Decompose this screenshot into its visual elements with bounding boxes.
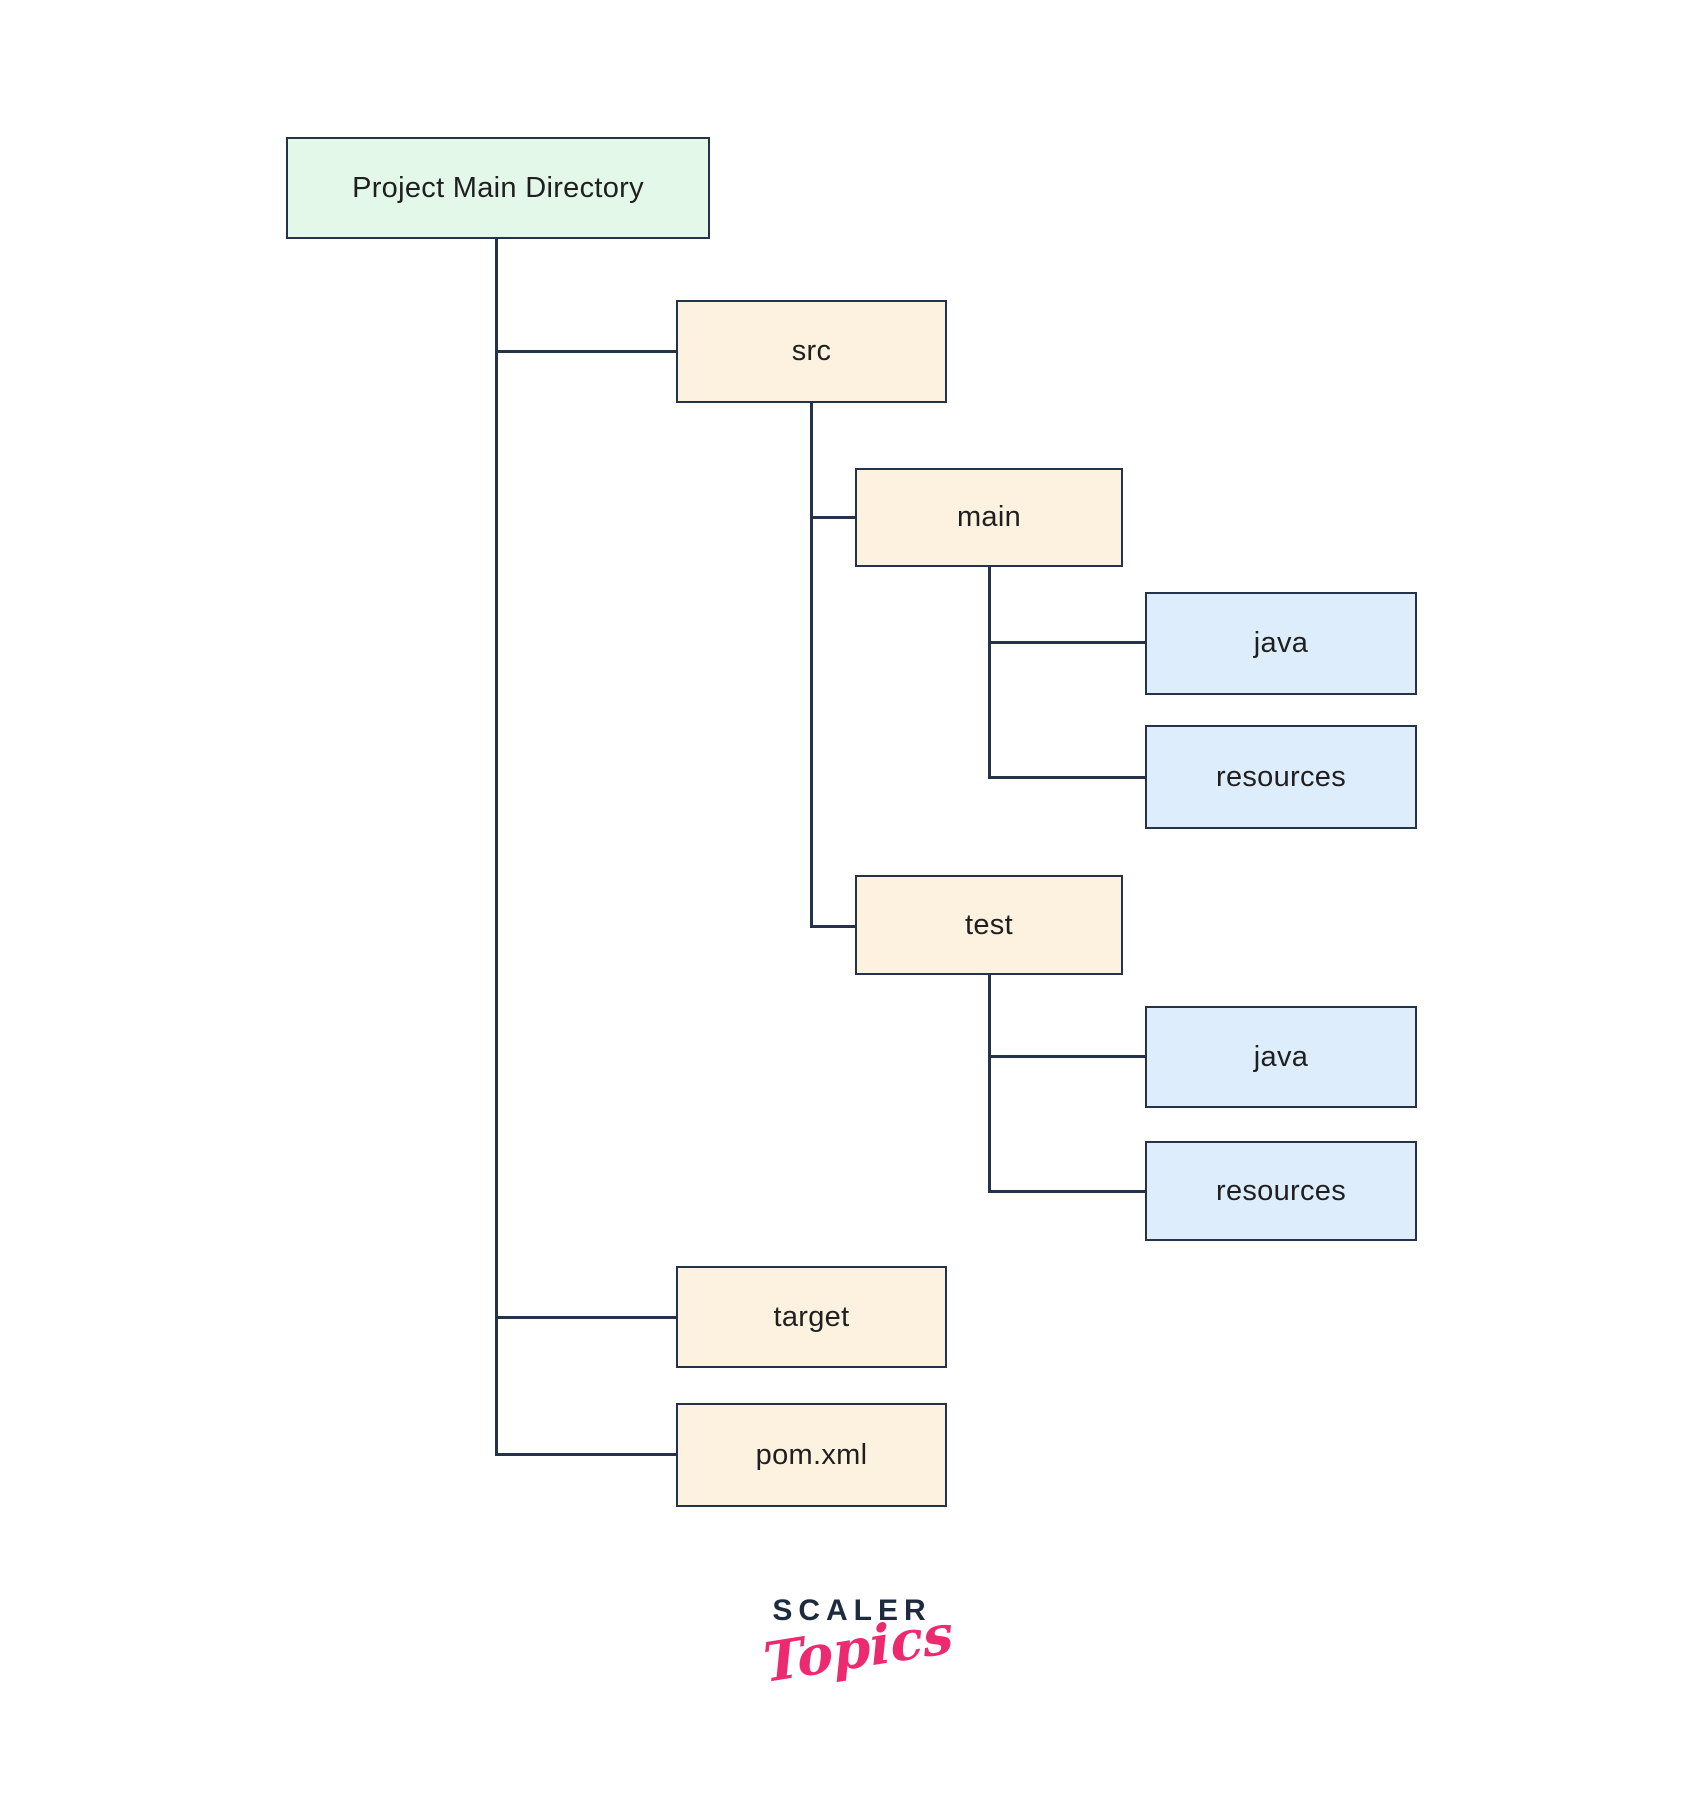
node-target: target	[676, 1266, 947, 1368]
edge-branch-src	[495, 350, 676, 353]
node-target-label: target	[773, 1300, 850, 1333]
node-main-label: main	[956, 501, 1022, 533]
edge-branch-test-java	[988, 1055, 1145, 1058]
node-src-label: src	[791, 335, 832, 367]
node-main-java-label: java	[1253, 627, 1309, 659]
node-project-main-directory: Project Main Directory	[286, 137, 710, 239]
node-test-resources: resources	[1145, 1141, 1417, 1241]
node-main-java: java	[1145, 592, 1417, 695]
node-pom-xml: pom.xml	[676, 1403, 947, 1507]
edge-branch-main-java	[988, 641, 1145, 644]
node-main-resources-label: resources	[1215, 760, 1347, 793]
node-main-resources: resources	[1145, 725, 1417, 829]
edge-branch-test-resources	[988, 1190, 1145, 1193]
node-src: src	[676, 300, 947, 403]
scaler-topics-logo: SCALER Topics	[761, 1594, 956, 1695]
node-test: test	[855, 875, 1123, 975]
node-test-java-label: java	[1253, 1040, 1309, 1073]
edge-branch-target	[495, 1316, 676, 1319]
node-main: main	[855, 468, 1123, 567]
edge-branch-main-resources	[988, 776, 1145, 779]
scaler-wordmark: SCALER	[772, 1594, 932, 1627]
edge-main-trunk	[988, 567, 991, 778]
edge-test-trunk	[988, 975, 991, 1192]
node-test-resources-label: resources	[1215, 1174, 1347, 1207]
edge-src-trunk	[810, 403, 813, 927]
node-test-label: test	[965, 908, 1013, 941]
node-project-main-directory-label: Project Main Directory	[352, 171, 644, 204]
edge-branch-main	[810, 516, 855, 519]
edge-branch-test	[810, 925, 855, 928]
node-test-java: java	[1145, 1006, 1417, 1108]
edge-root-trunk	[495, 239, 498, 1455]
edge-branch-pom-xml	[495, 1453, 676, 1456]
node-pom-xml-label: pom.xml	[755, 1438, 868, 1471]
